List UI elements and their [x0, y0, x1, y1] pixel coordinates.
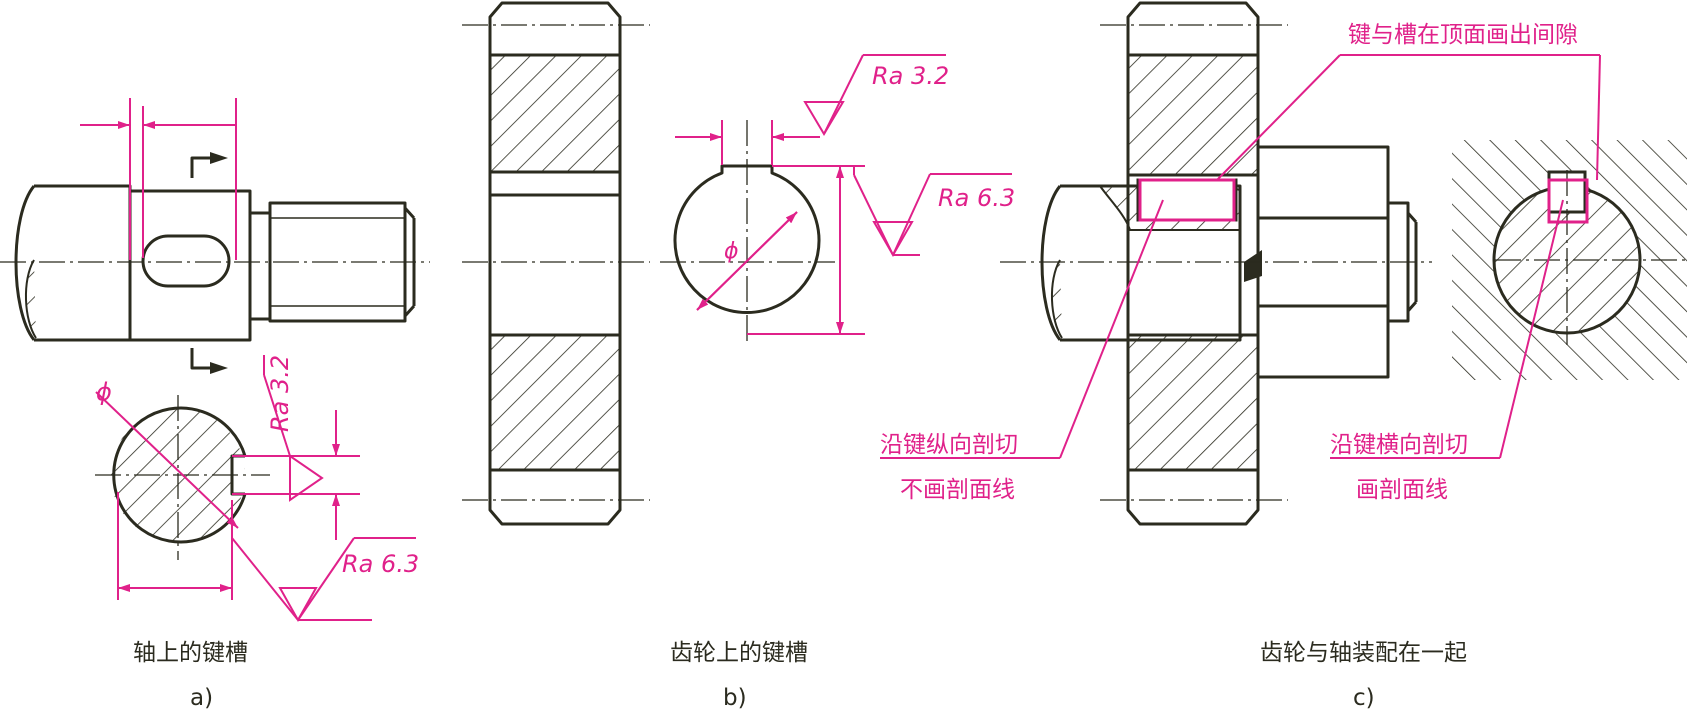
gear-roughness-bottom: Ra 6.3 — [938, 184, 1015, 212]
gear-hub-section — [660, 120, 835, 345]
clearance-note: 键与槽在顶面画出间隙 — [1348, 22, 1578, 48]
longitudinal-note-line1: 沿键纵向剖切 — [880, 432, 1018, 458]
panel-a: ϕ Ra 3.2 Ra 6.3 轴上的键槽 a) — [0, 98, 430, 711]
panel-c: 键与槽在顶面画出间隙 沿键纵向剖切 不画剖面线 沿键横向剖切 画剖面线 齿轮与轴… — [880, 1, 1687, 711]
longitudinal-key-highlight — [1138, 178, 1236, 222]
shaft-roughness-top: Ra 3.2 — [266, 355, 294, 432]
caption-a: 轴上的键槽 — [133, 640, 248, 666]
gear-roughness-top: Ra 3.2 — [872, 62, 949, 90]
shaft-diameter-symbol: ϕ — [96, 378, 112, 406]
transverse-key-highlight — [1547, 178, 1589, 224]
shaft-section-dimensions — [95, 355, 416, 623]
assembly-cross-section — [1452, 140, 1687, 380]
gear-front-view — [462, 1, 650, 526]
caption-c: 齿轮与轴装配在一起 — [1260, 640, 1467, 666]
assembly-annotations — [880, 54, 1601, 459]
shaft-keyway-dimension — [80, 98, 237, 260]
caption-b: 齿轮上的键槽 — [670, 640, 808, 666]
label-c: c) — [1353, 685, 1375, 711]
shaft-keyway — [141, 234, 231, 288]
longitudinal-note-line2: 不画剖面线 — [900, 477, 1015, 503]
shaft-roughness-bottom: Ra 6.3 — [342, 550, 419, 578]
shaft-cross-section — [95, 395, 270, 560]
transverse-note-line1: 沿键横向剖切 — [1330, 432, 1468, 458]
shaft-front-view — [0, 152, 430, 374]
label-a: a) — [190, 685, 213, 711]
transverse-note-line2: 画剖面线 — [1356, 477, 1448, 503]
panel-b: ϕ Ra 3.2 Ra 6.3 齿轮上的键槽 b) — [462, 1, 1015, 711]
gear-keyway-dimensions — [675, 54, 1012, 335]
label-b: b) — [723, 685, 747, 711]
key — [1136, 178, 1238, 222]
gear-diameter-symbol: ϕ — [724, 239, 739, 264]
